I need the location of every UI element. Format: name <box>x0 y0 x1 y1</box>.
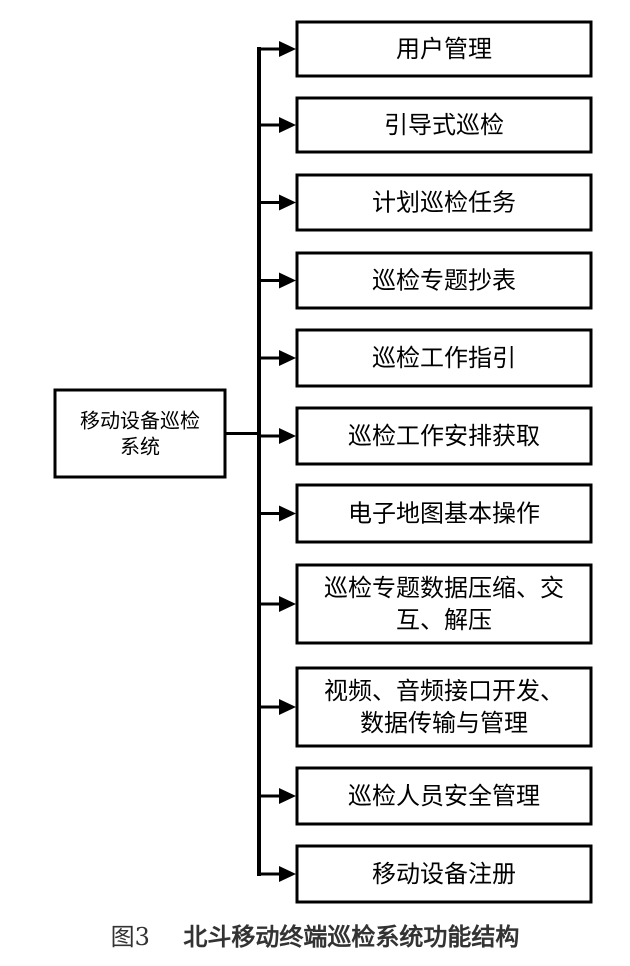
function-node-box <box>295 766 593 826</box>
branch-arrow <box>259 788 296 804</box>
function-node-label: 巡检专题抄表 <box>372 267 516 295</box>
function-node-label: 巡检专题数据压缩、交 <box>324 574 564 602</box>
function-node-label: 巡检工作指引 <box>372 344 516 372</box>
function-node: 引导式巡检 <box>295 96 593 154</box>
function-node-box <box>295 251 593 310</box>
function-node-label: 数据传输与管理 <box>360 709 528 737</box>
function-node: 巡检人员安全管理 <box>295 766 593 826</box>
function-node: 移动设备注册 <box>295 844 593 904</box>
connector-lines <box>225 41 296 882</box>
figure-title: 北斗移动终端巡检系统功能结构 <box>183 923 520 951</box>
root-node-box <box>53 388 227 479</box>
function-node-label: 互、解压 <box>396 606 492 634</box>
root-node-label: 移动设备巡检 <box>80 408 200 432</box>
arrow-head <box>279 788 296 804</box>
branch-arrow <box>259 350 296 366</box>
function-node: 巡检专题抄表 <box>295 251 593 310</box>
function-node: 计划巡检任务 <box>295 173 593 232</box>
function-node: 巡检工作安排获取 <box>295 406 593 466</box>
arrow-head <box>279 428 296 444</box>
function-node-label: 电子地图基本操作 <box>348 500 540 528</box>
branch-arrow <box>259 596 296 612</box>
function-node-label: 引导式巡检 <box>384 111 504 139</box>
function-node-box <box>295 844 593 904</box>
function-node-label: 巡检人员安全管理 <box>348 782 540 810</box>
arrow-head <box>279 596 296 612</box>
arrow-head <box>279 699 296 715</box>
arrow-head <box>279 350 296 366</box>
function-node: 巡检专题数据压缩、交互、解压 <box>295 563 593 645</box>
function-node: 电子地图基本操作 <box>295 483 593 544</box>
function-node-box <box>295 563 593 645</box>
function-node-box <box>295 483 593 544</box>
arrow-head <box>279 866 296 882</box>
function-node-label: 用户管理 <box>396 35 492 63</box>
function-node: 巡检工作指引 <box>295 328 593 388</box>
arrow-head <box>279 194 296 211</box>
branch-arrow <box>259 505 296 522</box>
function-node-box <box>295 173 593 232</box>
function-node-label: 巡检工作安排获取 <box>348 422 540 450</box>
branch-arrow <box>259 272 296 289</box>
function-node-box <box>295 666 593 748</box>
figure-number: 图3 <box>110 923 150 951</box>
branch-arrow <box>259 699 296 715</box>
arrow-head <box>279 41 296 57</box>
function-node: 用户管理 <box>295 20 593 78</box>
function-node-box <box>295 96 593 154</box>
function-node-label: 移动设备注册 <box>372 860 516 888</box>
function-node-label: 视频、音频接口开发、 <box>324 677 564 705</box>
branch-arrow <box>259 428 296 444</box>
branch-arrow <box>259 117 296 133</box>
root-node-label: 系统 <box>120 435 160 459</box>
arrow-head <box>279 505 296 522</box>
function-node: 视频、音频接口开发、数据传输与管理 <box>295 666 593 748</box>
function-node-box <box>295 328 593 388</box>
figure-caption: 图3 北斗移动终端巡检系统功能结构 <box>0 920 630 954</box>
arrow-head <box>279 272 296 289</box>
function-node-label: 计划巡检任务 <box>372 189 516 217</box>
branch-arrow <box>259 41 296 57</box>
function-node-box <box>295 406 593 466</box>
function-node-box <box>295 20 593 78</box>
branch-arrow <box>259 194 296 211</box>
branch-arrow <box>259 866 296 882</box>
arrow-head <box>279 117 296 133</box>
